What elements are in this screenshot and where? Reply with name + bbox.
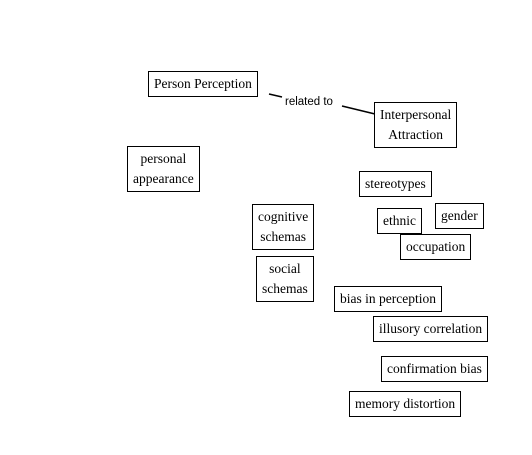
link-label-related-to: related to <box>285 96 333 108</box>
node-occupation[interactable]: occupation <box>400 234 472 260</box>
node-interpersonal-attraction[interactable]: Interpersonal Attraction <box>374 102 458 148</box>
node-cognitive-schemas-line-1: cognitive <box>258 209 309 224</box>
node-ethnic[interactable]: ethnic <box>377 208 422 234</box>
node-personal-appearance[interactable]: personal appearance <box>127 146 200 192</box>
node-illusory-correlation[interactable]: illusory correlation <box>373 316 489 342</box>
node-social-schemas[interactable]: social schemas <box>256 256 314 302</box>
connector-person-perception-to-label <box>268 93 283 98</box>
node-stereotypes-label: stereotypes <box>365 176 426 191</box>
node-interpersonal-attraction-line-1: Interpersonal <box>380 107 452 122</box>
node-bias-in-perception-label: bias in perception <box>340 291 436 306</box>
node-personal-appearance-line-1: personal <box>140 151 187 166</box>
node-memory-distortion-label: memory distortion <box>355 396 456 411</box>
node-stereotypes[interactable]: stereotypes <box>359 171 432 197</box>
node-person-perception-label: Person Perception <box>154 76 252 91</box>
node-gender[interactable]: gender <box>435 203 484 229</box>
node-confirmation-bias[interactable]: confirmation bias <box>381 356 488 382</box>
node-illusory-correlation-label: illusory correlation <box>379 321 483 336</box>
node-bias-in-perception[interactable]: bias in perception <box>334 286 442 312</box>
node-cognitive-schemas-line-2: schemas <box>260 229 306 244</box>
node-memory-distortion[interactable]: memory distortion <box>349 391 462 417</box>
node-person-perception[interactable]: Person Perception <box>148 71 258 97</box>
connector-label-to-interpersonal-attraction <box>341 105 376 115</box>
node-ethnic-label: ethnic <box>383 213 416 228</box>
node-gender-label: gender <box>441 208 478 223</box>
node-social-schemas-line-1: social <box>269 261 301 276</box>
node-social-schemas-line-2: schemas <box>262 281 308 296</box>
node-interpersonal-attraction-line-2: Attraction <box>388 127 443 142</box>
node-personal-appearance-line-2: appearance <box>133 171 194 186</box>
node-cognitive-schemas[interactable]: cognitive schemas <box>252 204 315 250</box>
node-occupation-label: occupation <box>406 239 466 254</box>
node-confirmation-bias-label: confirmation bias <box>387 361 482 376</box>
